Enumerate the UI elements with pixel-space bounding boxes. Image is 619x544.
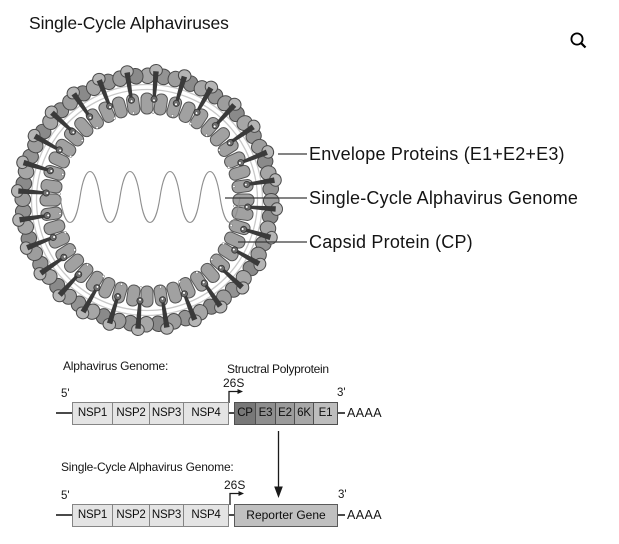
virus-particle-diagram: [11, 64, 307, 336]
gene-box-nsp4: NSP4: [183, 503, 229, 527]
alphavirus-genome-diagram: Alphavirus Genome: Structral Polyprotein…: [56, 358, 416, 430]
backbone-dash: [56, 514, 72, 516]
genome-bottom-heading: Single-Cycle Alphavirus Genome:: [61, 460, 234, 474]
three-prime-label-bottom: 3': [338, 489, 347, 501]
five-prime-label-top: 5': [61, 388, 70, 400]
backbone-dash: [56, 412, 72, 414]
26s-promoter-arrow-icon: [229, 491, 247, 511]
gene-box-nsp1: NSP1: [72, 401, 113, 425]
gene-box-6k: 6K: [294, 401, 314, 425]
gene-box-e1: E1: [313, 401, 338, 425]
promoter-26s-label-top: 26S: [223, 376, 245, 390]
single-cycle-genome-diagram: Single-Cycle Alphavirus Genome: 26S 5' 3…: [56, 458, 416, 530]
five-prime-label-bottom: 5': [61, 490, 70, 502]
label-envelope-proteins: Envelope Proteins (E1+E2+E3): [309, 144, 565, 164]
backbone-dash: [229, 412, 234, 414]
polya-tail-top: AAAA: [347, 406, 382, 420]
gene-box-nsp3: NSP3: [149, 503, 184, 527]
gene-box-nsp4: NSP4: [183, 401, 229, 425]
gene-box-nsp2: NSP2: [112, 401, 150, 425]
reporter-gene-box: Reporter Gene: [234, 503, 338, 527]
genome-top-heading: Alphavirus Genome:: [63, 359, 169, 373]
polya-tail-bottom: AAAA: [347, 508, 382, 522]
gene-box-e2: E2: [275, 401, 295, 425]
label-capsid-protein: Capsid Protein (CP): [309, 232, 473, 252]
page-title: Single-Cycle Alphaviruses: [29, 13, 229, 33]
26s-promoter-arrow-icon: [228, 389, 246, 409]
promoter-26s-label-bottom: 26S: [224, 478, 246, 492]
three-prime-label-top: 3': [337, 387, 346, 399]
transformation-arrow-icon: [270, 431, 287, 504]
gene-box-e3: E3: [255, 401, 276, 425]
backbone-dash: [338, 412, 345, 414]
gene-box-nsp3: NSP3: [149, 401, 184, 425]
gene-box-cp: CP: [234, 401, 256, 425]
label-alphavirus-genome: Single-Cycle Alphavirus Genome: [309, 188, 579, 208]
search-icon[interactable]: [569, 31, 589, 53]
backbone-dash: [229, 514, 234, 516]
gene-box-nsp1: NSP1: [72, 503, 113, 527]
backbone-dash: [338, 514, 345, 516]
gene-box-nsp2: NSP2: [112, 503, 150, 527]
structural-polyprotein-label: Structral Polyprotein: [227, 362, 329, 376]
